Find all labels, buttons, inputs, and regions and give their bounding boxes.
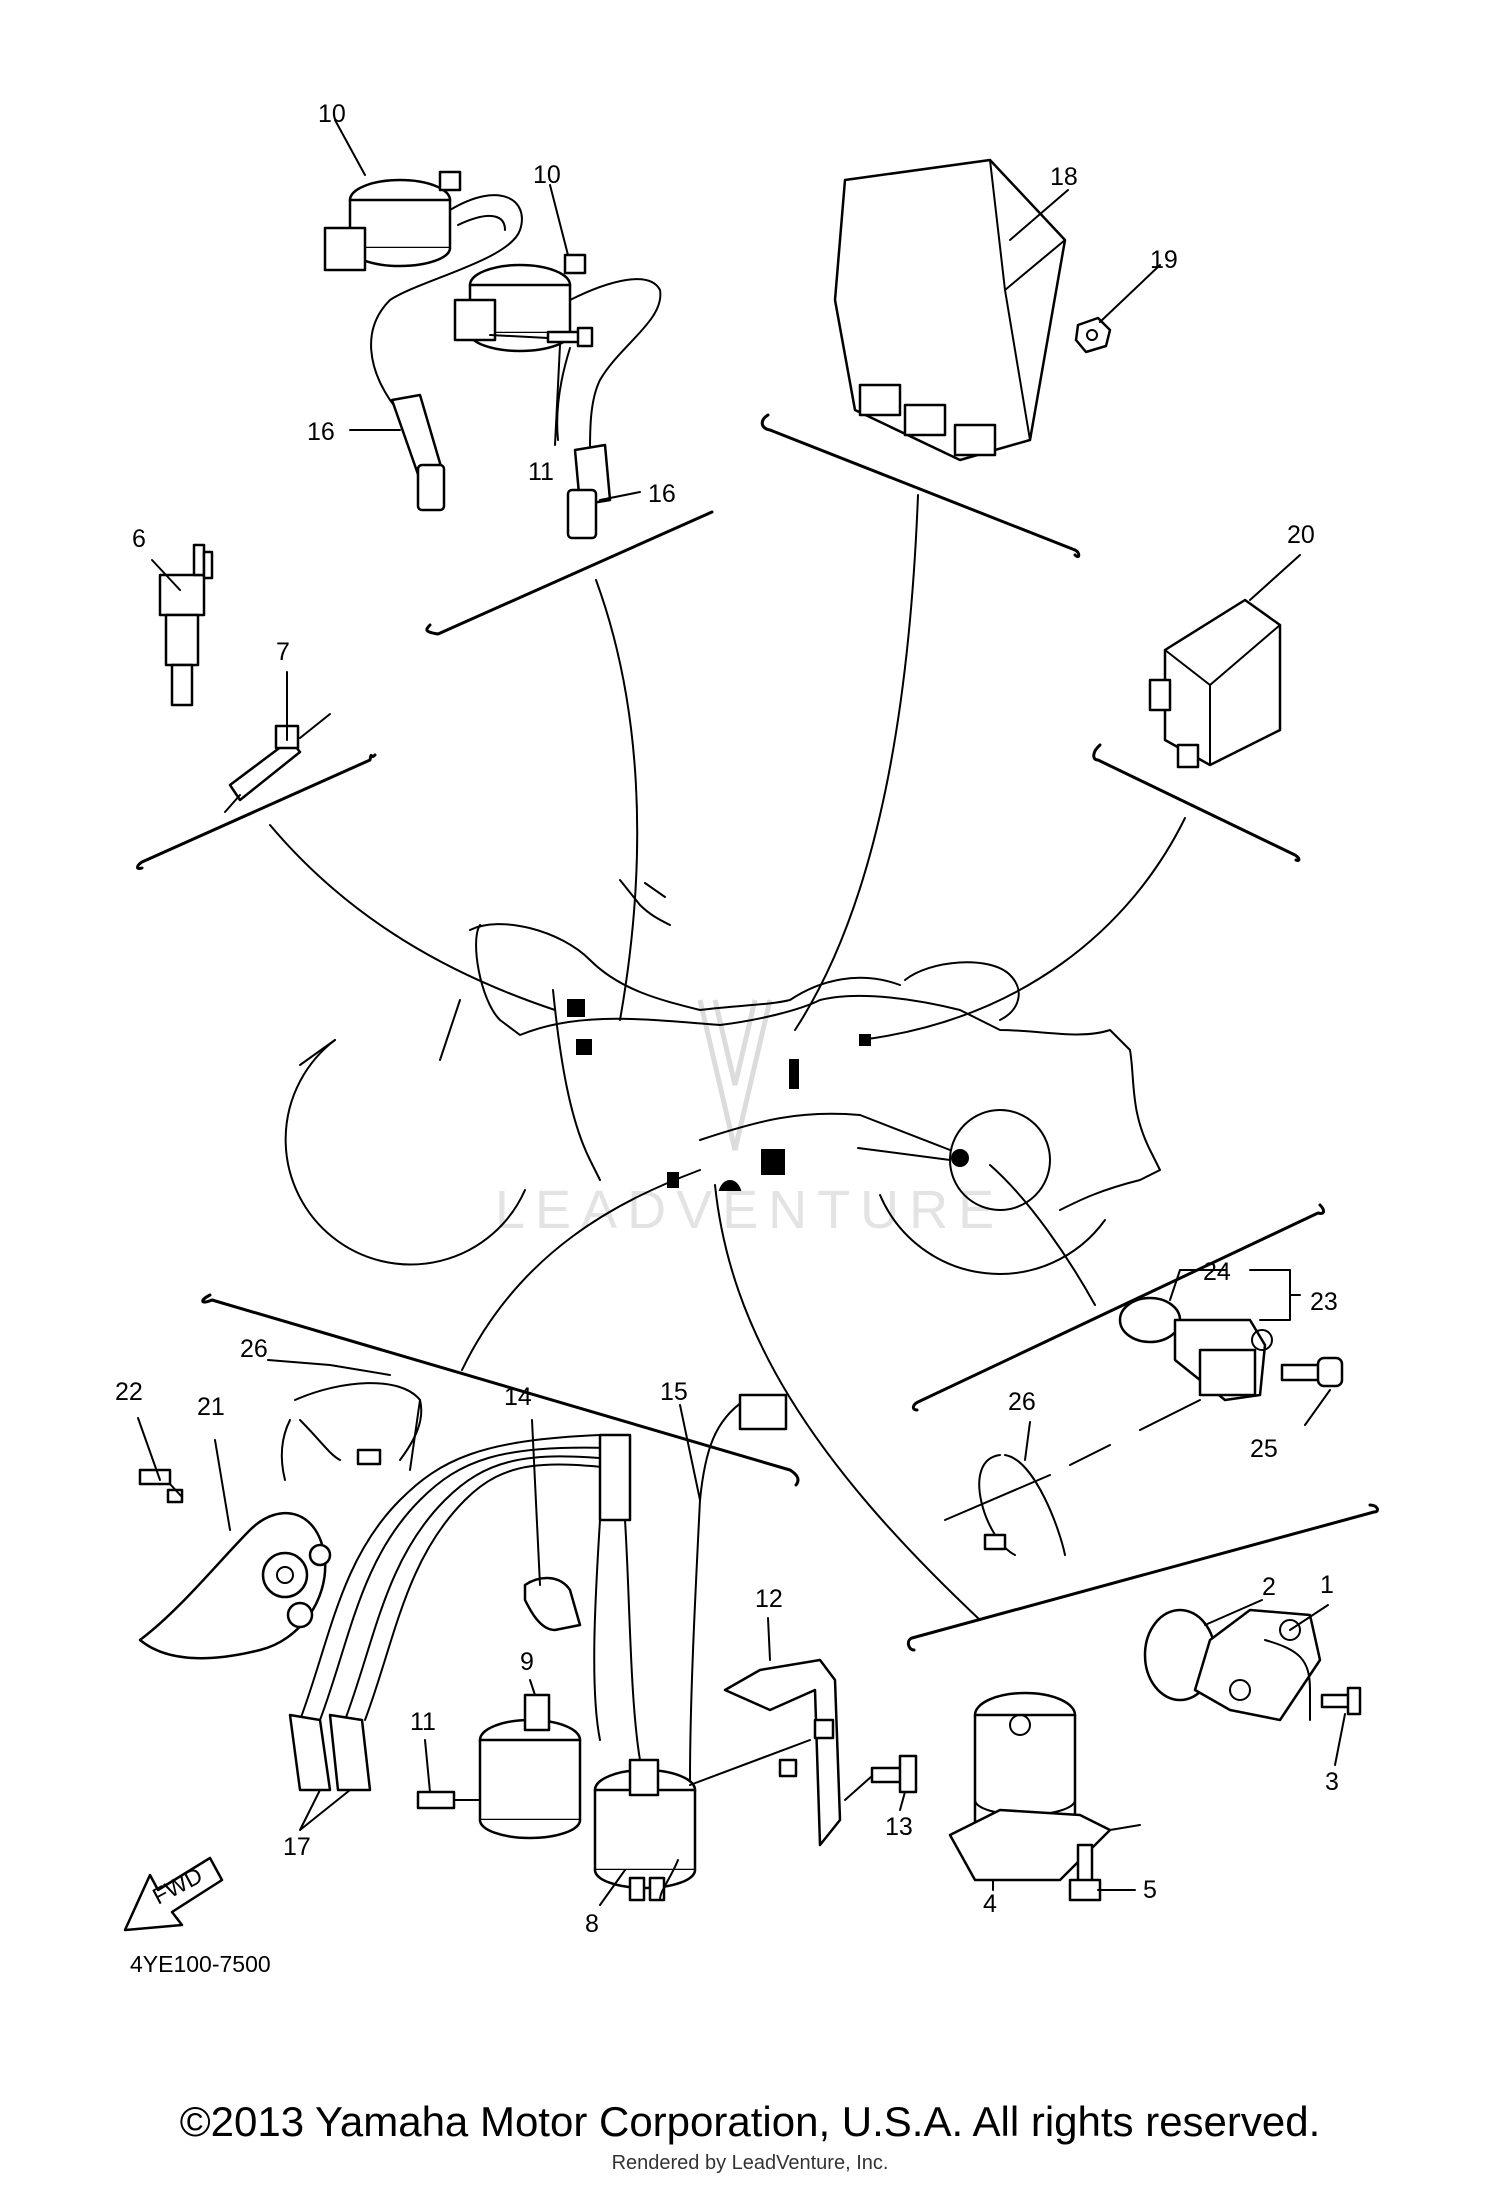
screw-3[interactable] [1320, 1686, 1362, 1716]
bracket-12[interactable] [689, 1658, 842, 1847]
callout-7: 7 [276, 638, 290, 666]
callout-16: 16 [307, 418, 335, 446]
callout-2: 2 [1262, 1573, 1276, 1601]
bolt-25[interactable] [1280, 1356, 1344, 1388]
high-tension-cords-17[interactable] [288, 1433, 632, 1792]
rendered-by-notice: Rendered by LeadVenture, Inc. [611, 2152, 889, 2174]
callout-18: 18 [1050, 163, 1078, 191]
callout-4: 4 [983, 1890, 997, 1918]
hightension-cord-b [569, 278, 662, 451]
callout-17: 17 [283, 1833, 311, 1861]
watermark-text: LEADVENTURE [495, 1180, 1004, 1240]
plug-cap-16b[interactable] [566, 443, 612, 540]
callout-8: 8 [585, 1910, 599, 1938]
callout-12: 12 [755, 1585, 783, 1613]
leader-lines [269, 494, 1186, 1621]
callout-20: 20 [1287, 521, 1315, 549]
copyright-notice: ©2013 Yamaha Motor Corporation, U.S.A. A… [179, 2098, 1321, 2145]
bolt-13[interactable] [844, 1754, 918, 1801]
callout-labels: 10 10 18 19 16 11 16 6 7 20 24 23 26 22 … [115, 100, 1339, 1938]
forward-direction-arrow: FWD [123, 1856, 224, 1932]
horn-21[interactable] [138, 1512, 332, 1660]
nut-19[interactable] [1074, 316, 1112, 354]
callout-14: 14 [504, 1383, 532, 1411]
bolt-22[interactable] [138, 1468, 184, 1504]
ignition-coil-10a[interactable] [323, 170, 462, 272]
callout-26: 26 [1008, 1388, 1036, 1416]
callout-leaders [137, 119, 1346, 1906]
callout-6: 6 [132, 525, 146, 553]
sensor-group-left [158, 543, 331, 813]
speed-sensor-group [944, 1296, 1344, 1556]
callout-5: 5 [1143, 1876, 1157, 1904]
bolt-5[interactable] [1068, 1843, 1102, 1902]
callout-11: 11 [410, 1708, 436, 1736]
callout-24: 24 [1203, 1258, 1231, 1286]
thermo-switch-6[interactable] [158, 543, 214, 707]
ignition-coil-group-upper [323, 170, 662, 540]
callout-1: 1 [1320, 1571, 1334, 1599]
wire-harness-26-left[interactable] [280, 1382, 423, 1481]
cdi-unit-18[interactable] [833, 158, 1067, 462]
callout-22: 22 [115, 1378, 143, 1406]
gasket-plate-1[interactable] [1193, 1608, 1322, 1722]
relay-group [1148, 598, 1282, 769]
temperature-sensor-7[interactable] [224, 713, 331, 813]
callout-10: 10 [533, 161, 561, 189]
sensor-wire [944, 1399, 1201, 1521]
plug-cap-16a[interactable] [390, 393, 446, 512]
ecu-group [833, 158, 1112, 462]
wire-lead-15[interactable] [659, 1393, 788, 1901]
o-ring-24[interactable] [1118, 1296, 1182, 1344]
horn-group [138, 1382, 423, 1660]
starter-solenoid-4[interactable] [948, 1691, 1141, 1882]
clamp-14[interactable] [523, 1576, 582, 1632]
callout-15: 15 [660, 1378, 688, 1406]
callout-10: 10 [318, 100, 346, 128]
bolt-11-lower[interactable] [416, 1790, 481, 1810]
relay-20[interactable] [1148, 598, 1282, 769]
bike-location-markers [567, 999, 969, 1191]
callout-21: 21 [197, 1393, 225, 1421]
callout-13: 13 [885, 1813, 913, 1841]
group-brackets [136, 413, 1379, 1652]
callout-25: 25 [1250, 1435, 1278, 1463]
callout-16: 16 [648, 480, 676, 508]
callout-11: 11 [528, 458, 554, 486]
callout-23: 23 [1310, 1288, 1338, 1316]
starter-group [948, 1608, 1362, 1902]
leadventure-watermark: LEADVENTURE [495, 999, 1004, 1240]
ignition-coil-group-lower [288, 1393, 918, 1902]
callout-26: 26 [240, 1335, 268, 1363]
ignition-coil-9[interactable] [478, 1693, 582, 1840]
motorcycle-outline [284, 879, 1161, 1275]
callout-3: 3 [1325, 1768, 1339, 1796]
callout-19: 19 [1150, 246, 1178, 274]
diagram-code: 4YE100-7500 [130, 1951, 271, 1977]
ignition-coil-8[interactable] [593, 1758, 697, 1902]
callout-9: 9 [520, 1648, 534, 1676]
wire-harness-26-right[interactable] [978, 1454, 1066, 1556]
speed-sensor-23[interactable] [1173, 1318, 1273, 1402]
hightension-cord-a [370, 194, 523, 421]
